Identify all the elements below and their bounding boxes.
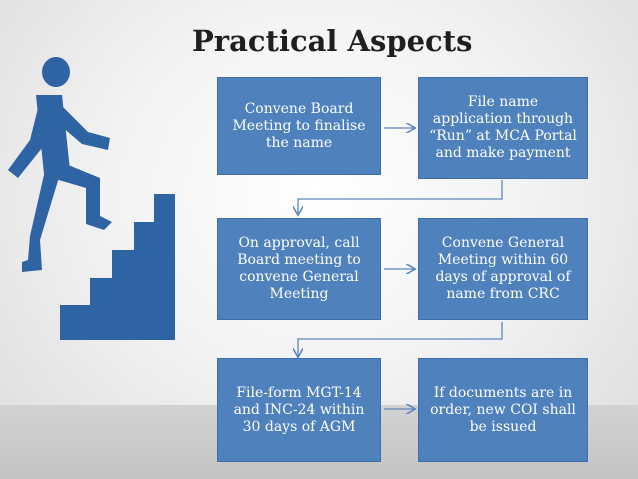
flow-step-5: File-form MGT-14 and INC-24 within 30 da… bbox=[217, 358, 381, 462]
arrow-2-to-3 bbox=[298, 180, 503, 214]
flow-step-4-text: Convene General Meeting within 60 days o… bbox=[435, 235, 571, 302]
person-climbing-stairs-icon bbox=[8, 57, 175, 340]
flow-step-6: If documents are in order, new COI shall… bbox=[418, 358, 588, 462]
flow-step-3: On approval, call Board meeting to conve… bbox=[217, 218, 381, 320]
arrow-4-to-5 bbox=[298, 322, 503, 356]
flow-step-1: Convene Board Meeting to finalise the na… bbox=[217, 77, 381, 175]
slide-title: Practical Aspects bbox=[192, 24, 473, 58]
flow-step-3-text: On approval, call Board meeting to conve… bbox=[237, 235, 361, 302]
flow-step-5-text: File-form MGT-14 and INC-24 within 30 da… bbox=[233, 384, 365, 435]
flow-step-4: Convene General Meeting within 60 days o… bbox=[418, 218, 588, 320]
flow-step-6-text: If documents are in order, new COI shall… bbox=[430, 384, 576, 435]
flow-step-2-text: File name application through “Run” at M… bbox=[429, 94, 577, 161]
flow-step-1-text: Convene Board Meeting to finalise the na… bbox=[232, 100, 366, 151]
flow-step-2: File name application through “Run” at M… bbox=[418, 77, 588, 179]
